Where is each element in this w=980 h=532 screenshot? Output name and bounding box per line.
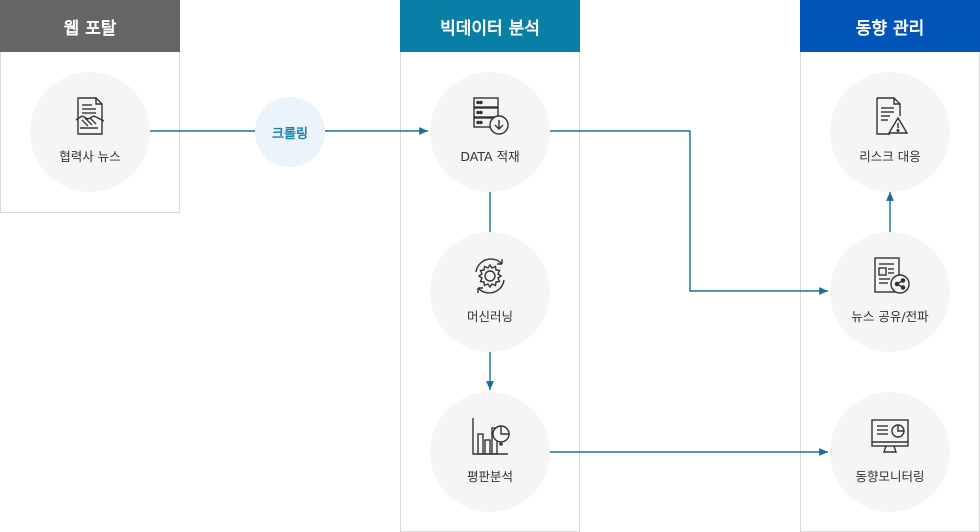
edge-storage-to-news-share [550,130,828,295]
node-reputation-analysis-label: 평판분석 [466,468,513,484]
document-share-icon [874,256,910,294]
crawling-label: 크롤링 [272,126,308,142]
document-warning-icon [876,96,909,135]
gear-cycle-icon [475,257,505,294]
bar-pie-chart-icon [472,417,510,455]
node-partner-news[interactable]: 협력사 뉴스 [30,72,150,192]
bigdata-header: 빅데이터 분석 [400,0,580,52]
monitor-chart-icon [871,418,909,453]
node-risk-response[interactable]: 리스크 대응 [830,72,950,192]
node-news-sharing-label: 뉴스 공유/전파 [851,308,929,324]
node-news-sharing[interactable]: 뉴스 공유/전파 [830,232,950,352]
node-machine-learning-label: 머신러닝 [466,308,513,324]
node-data-storage[interactable]: DATA 적재 [430,72,550,192]
node-risk-response-label: 리스크 대응 [859,148,921,164]
node-data-storage-label: DATA 적재 [460,148,520,164]
node-machine-learning[interactable]: 머신러닝 [430,232,550,352]
server-download-icon [473,96,509,135]
web-portal-header: 웹 포탈 [0,0,180,52]
crawling-badge: 크롤링 [255,97,325,167]
node-trend-monitoring[interactable]: 동향모니터링 [830,392,950,512]
trend-header: 동향 관리 [800,0,980,52]
node-trend-monitoring-label: 동향모니터링 [855,468,925,484]
handshake-document-icon [75,96,105,135]
node-partner-news-label: 협력사 뉴스 [59,148,121,164]
node-reputation-analysis[interactable]: 평판분석 [430,392,550,512]
